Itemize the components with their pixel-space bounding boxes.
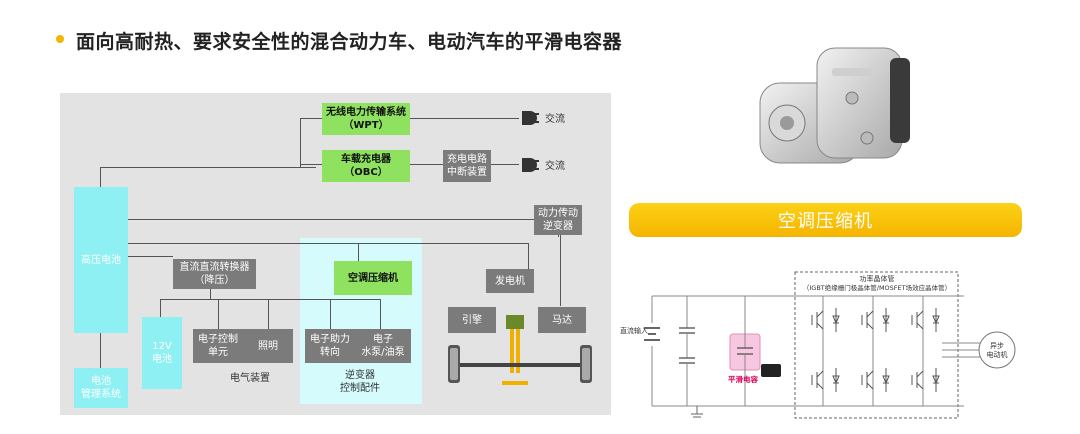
ac-label-mid: 交流: [545, 161, 565, 172]
line: [528, 243, 529, 278]
line: [330, 299, 331, 329]
page-title: 面向高耐热、要求安全性的混合动力车、电动汽车的平滑电容器: [76, 31, 623, 53]
power-semiconductor-label: 功率晶体管: [860, 274, 895, 283]
plug-icon: [522, 111, 539, 125]
generator-box: 发电机: [486, 269, 534, 293]
line: [100, 167, 101, 187]
line: [160, 299, 380, 300]
motor-box: 马达: [538, 307, 586, 333]
smoothing-cap-label: 平滑电容: [728, 374, 758, 384]
line: [210, 289, 211, 299]
hv-battery-box: 高压电池: [74, 187, 128, 333]
line: [300, 164, 322, 165]
line: [300, 118, 301, 168]
engine-box: 引擎: [448, 307, 496, 333]
async-motor-symbol: [978, 331, 1016, 369]
vehicle-power-diagram: 交流 交流 无线电力传输系统 （WPT） 车载充电器 （OBC） 充电电路 中断…: [60, 93, 611, 415]
line: [358, 243, 359, 261]
obc-box: 车载充电器 （OBC）: [322, 150, 410, 182]
line: [100, 167, 316, 168]
ac-label-top: 交流: [545, 114, 565, 125]
line: [409, 118, 519, 119]
dc-input-label: 直流输入: [620, 326, 648, 335]
igbt-bridge: [811, 296, 940, 406]
dcdc-box: 直流直流转换器 （降压）: [173, 259, 256, 289]
electrical-label: 电气装置: [230, 373, 270, 384]
line: [128, 256, 173, 257]
wpt-box: 无线电力传输系统 （WPT）: [322, 103, 410, 135]
igbt-desc-label: （IGBT绝缘栅门极晶体管/MOSFET场效应晶体管）: [803, 283, 951, 292]
line: [160, 299, 161, 319]
line: [128, 243, 358, 244]
inverter-label: 逆变器 控制配件: [340, 370, 380, 394]
power-semiconductor-frame: [794, 271, 959, 419]
compressor-illustration: [759, 47, 910, 164]
inverter-circuit: 功率晶体管 （IGBT绝缘栅门极晶体管/MOSFET场效应晶体管） 直流输入 平…: [620, 271, 1016, 419]
eps-box: 电子助力 转向: [305, 329, 355, 363]
line: [300, 118, 322, 119]
title-bullet: [56, 35, 64, 43]
lighting-box: 照明: [243, 329, 293, 363]
capacitor-component: [761, 364, 781, 377]
motor-inverter-box: 动力传动 逆变器: [534, 205, 582, 235]
plug-icon: [522, 158, 539, 172]
line: [218, 299, 219, 329]
charge-breaker-box: 充电电路 中断装置: [443, 150, 491, 182]
drivetrain-graphic: [448, 315, 592, 385]
battery-12v-box: 12V 电池: [142, 317, 182, 389]
bms-box: 电池 管理系统: [74, 368, 128, 408]
ac-compressor-box: 空调压缩机: [334, 261, 412, 295]
line: [100, 333, 101, 368]
compressor-banner: 空调压缩机: [629, 203, 1022, 237]
ecu-box: 电子控制 单元: [193, 329, 243, 363]
line: [490, 164, 519, 165]
line: [268, 299, 269, 329]
line: [128, 219, 558, 220]
line: [409, 164, 443, 165]
pump-box: 电子 水泵/油泵: [355, 329, 411, 363]
async-motor-label-line2: 电动机: [987, 350, 1008, 359]
async-motor-label-line1: 异步: [990, 342, 1004, 350]
line: [560, 234, 561, 306]
line: [380, 299, 381, 329]
